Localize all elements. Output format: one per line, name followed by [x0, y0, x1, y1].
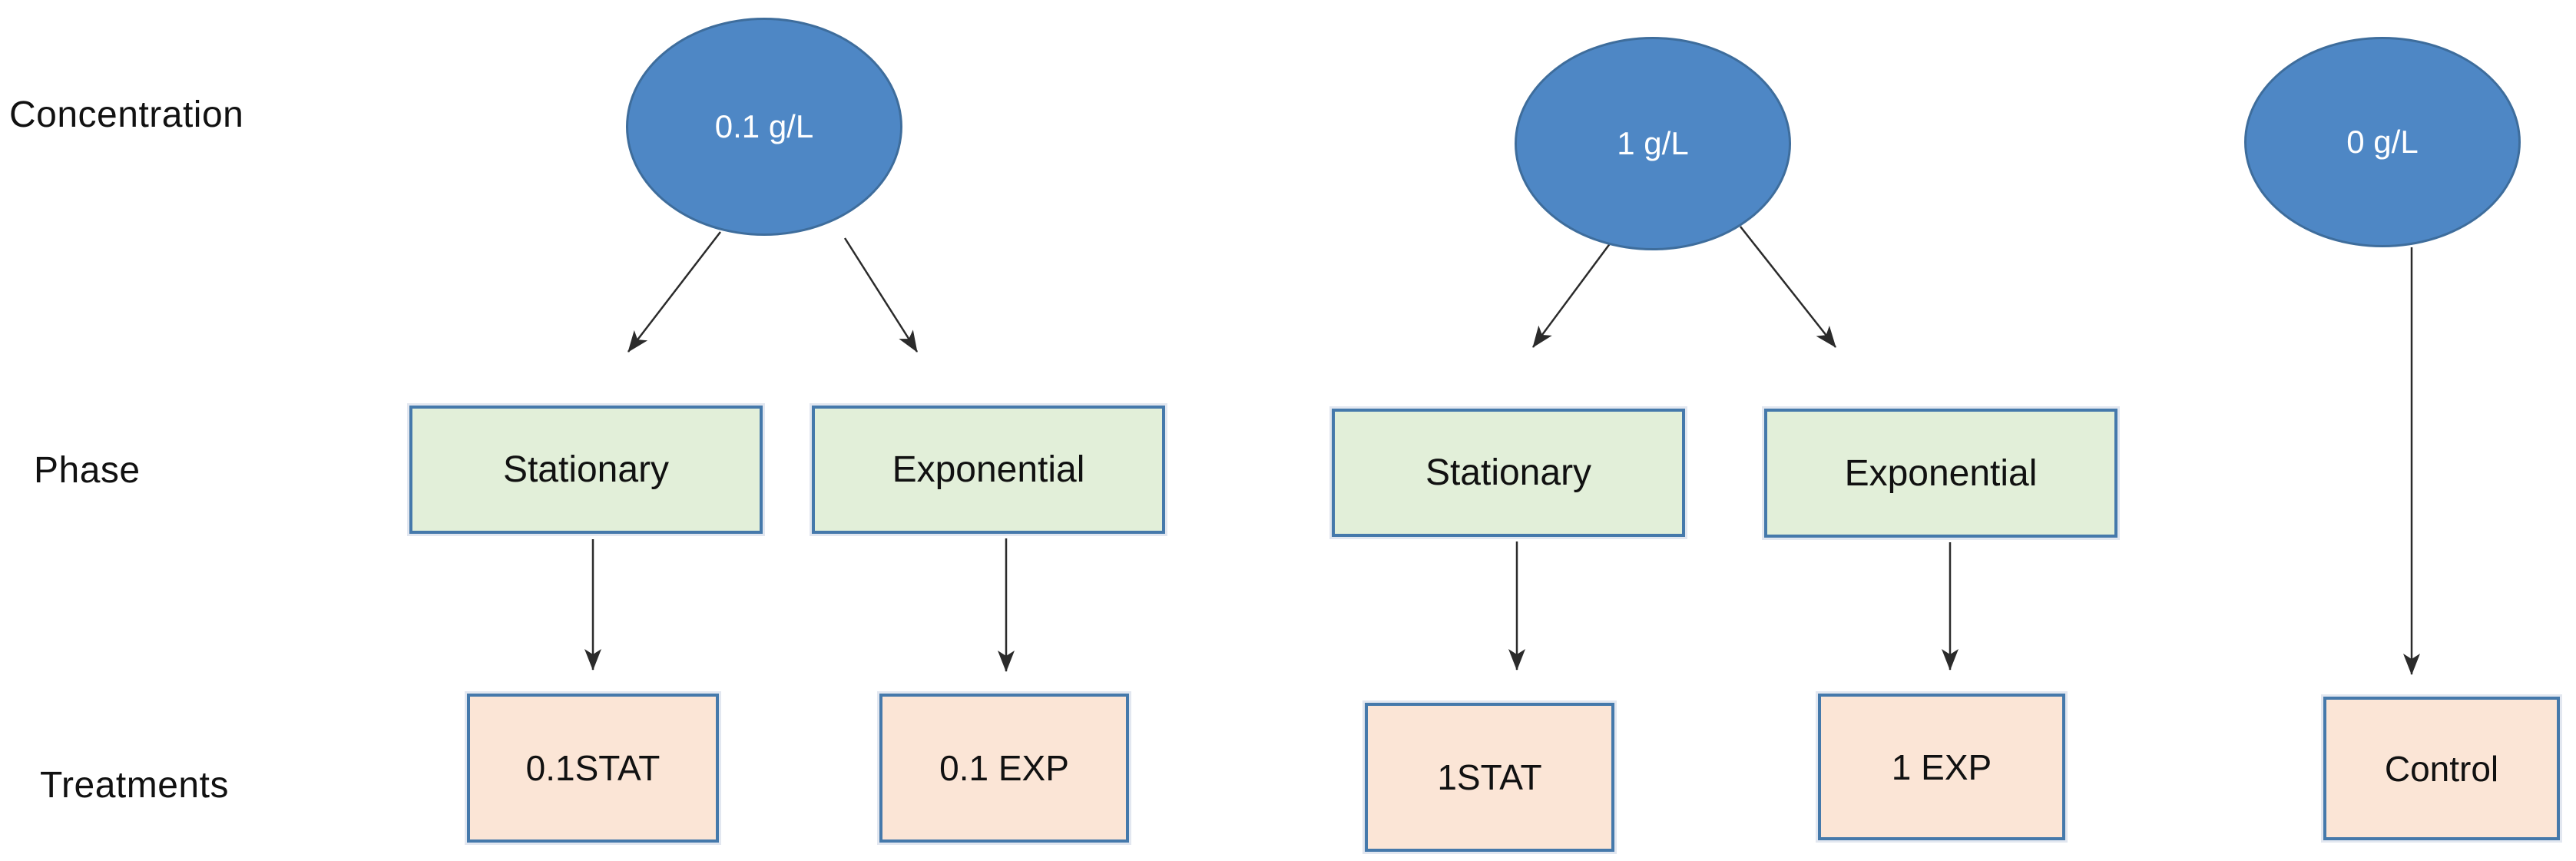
node-label: 0.1STAT [525, 748, 661, 788]
node-label: Stationary [502, 449, 670, 490]
treatment-node-1stat: 1STAT [1365, 703, 1614, 852]
arrow-conc2-to-exponential2 [1740, 226, 1836, 348]
concentration-node-0-1-gl: 0.1 g/L [626, 18, 902, 236]
arrow-conc1-to-stationary1 [627, 231, 721, 353]
node-label: Control [2384, 748, 2499, 789]
treatment-node-1exp: 1 EXP [1818, 694, 2065, 840]
phase-node-exponential-2: Exponential [1764, 409, 2117, 538]
phase-node-exponential-1: Exponential [812, 406, 1165, 534]
treatment-node-01exp: 0.1 EXP [879, 694, 1129, 843]
node-label: Stationary [1425, 452, 1592, 493]
row-label-concentration: Concentration [9, 94, 244, 135]
node-label: 1STAT [1437, 757, 1542, 797]
node-label: Exponential [892, 449, 1085, 490]
node-label: 0 g/L [2346, 124, 2419, 160]
row-label-treatments: Treatments [40, 765, 229, 806]
node-label: 0.1 g/L [714, 108, 814, 144]
arrow-conc2-to-stationary2 [1531, 239, 1614, 348]
phase-node-stationary-2: Stationary [1332, 409, 1685, 537]
concentration-node-0-gl: 0 g/L [2244, 37, 2521, 247]
arrow-conc1-to-exponential1 [843, 237, 919, 353]
concentration-node-1-gl: 1 g/L [1515, 37, 1791, 250]
node-label: 0.1 EXP [939, 748, 1069, 788]
treatment-node-01stat: 0.1STAT [467, 694, 719, 843]
phase-node-stationary-1: Stationary [409, 406, 763, 534]
node-label: 1 EXP [1891, 747, 1992, 787]
treatment-node-control: Control [2323, 697, 2560, 840]
node-label: 1 g/L [1617, 125, 1689, 161]
row-label-phase: Phase [34, 450, 141, 491]
node-label: Exponential [1844, 452, 2038, 494]
